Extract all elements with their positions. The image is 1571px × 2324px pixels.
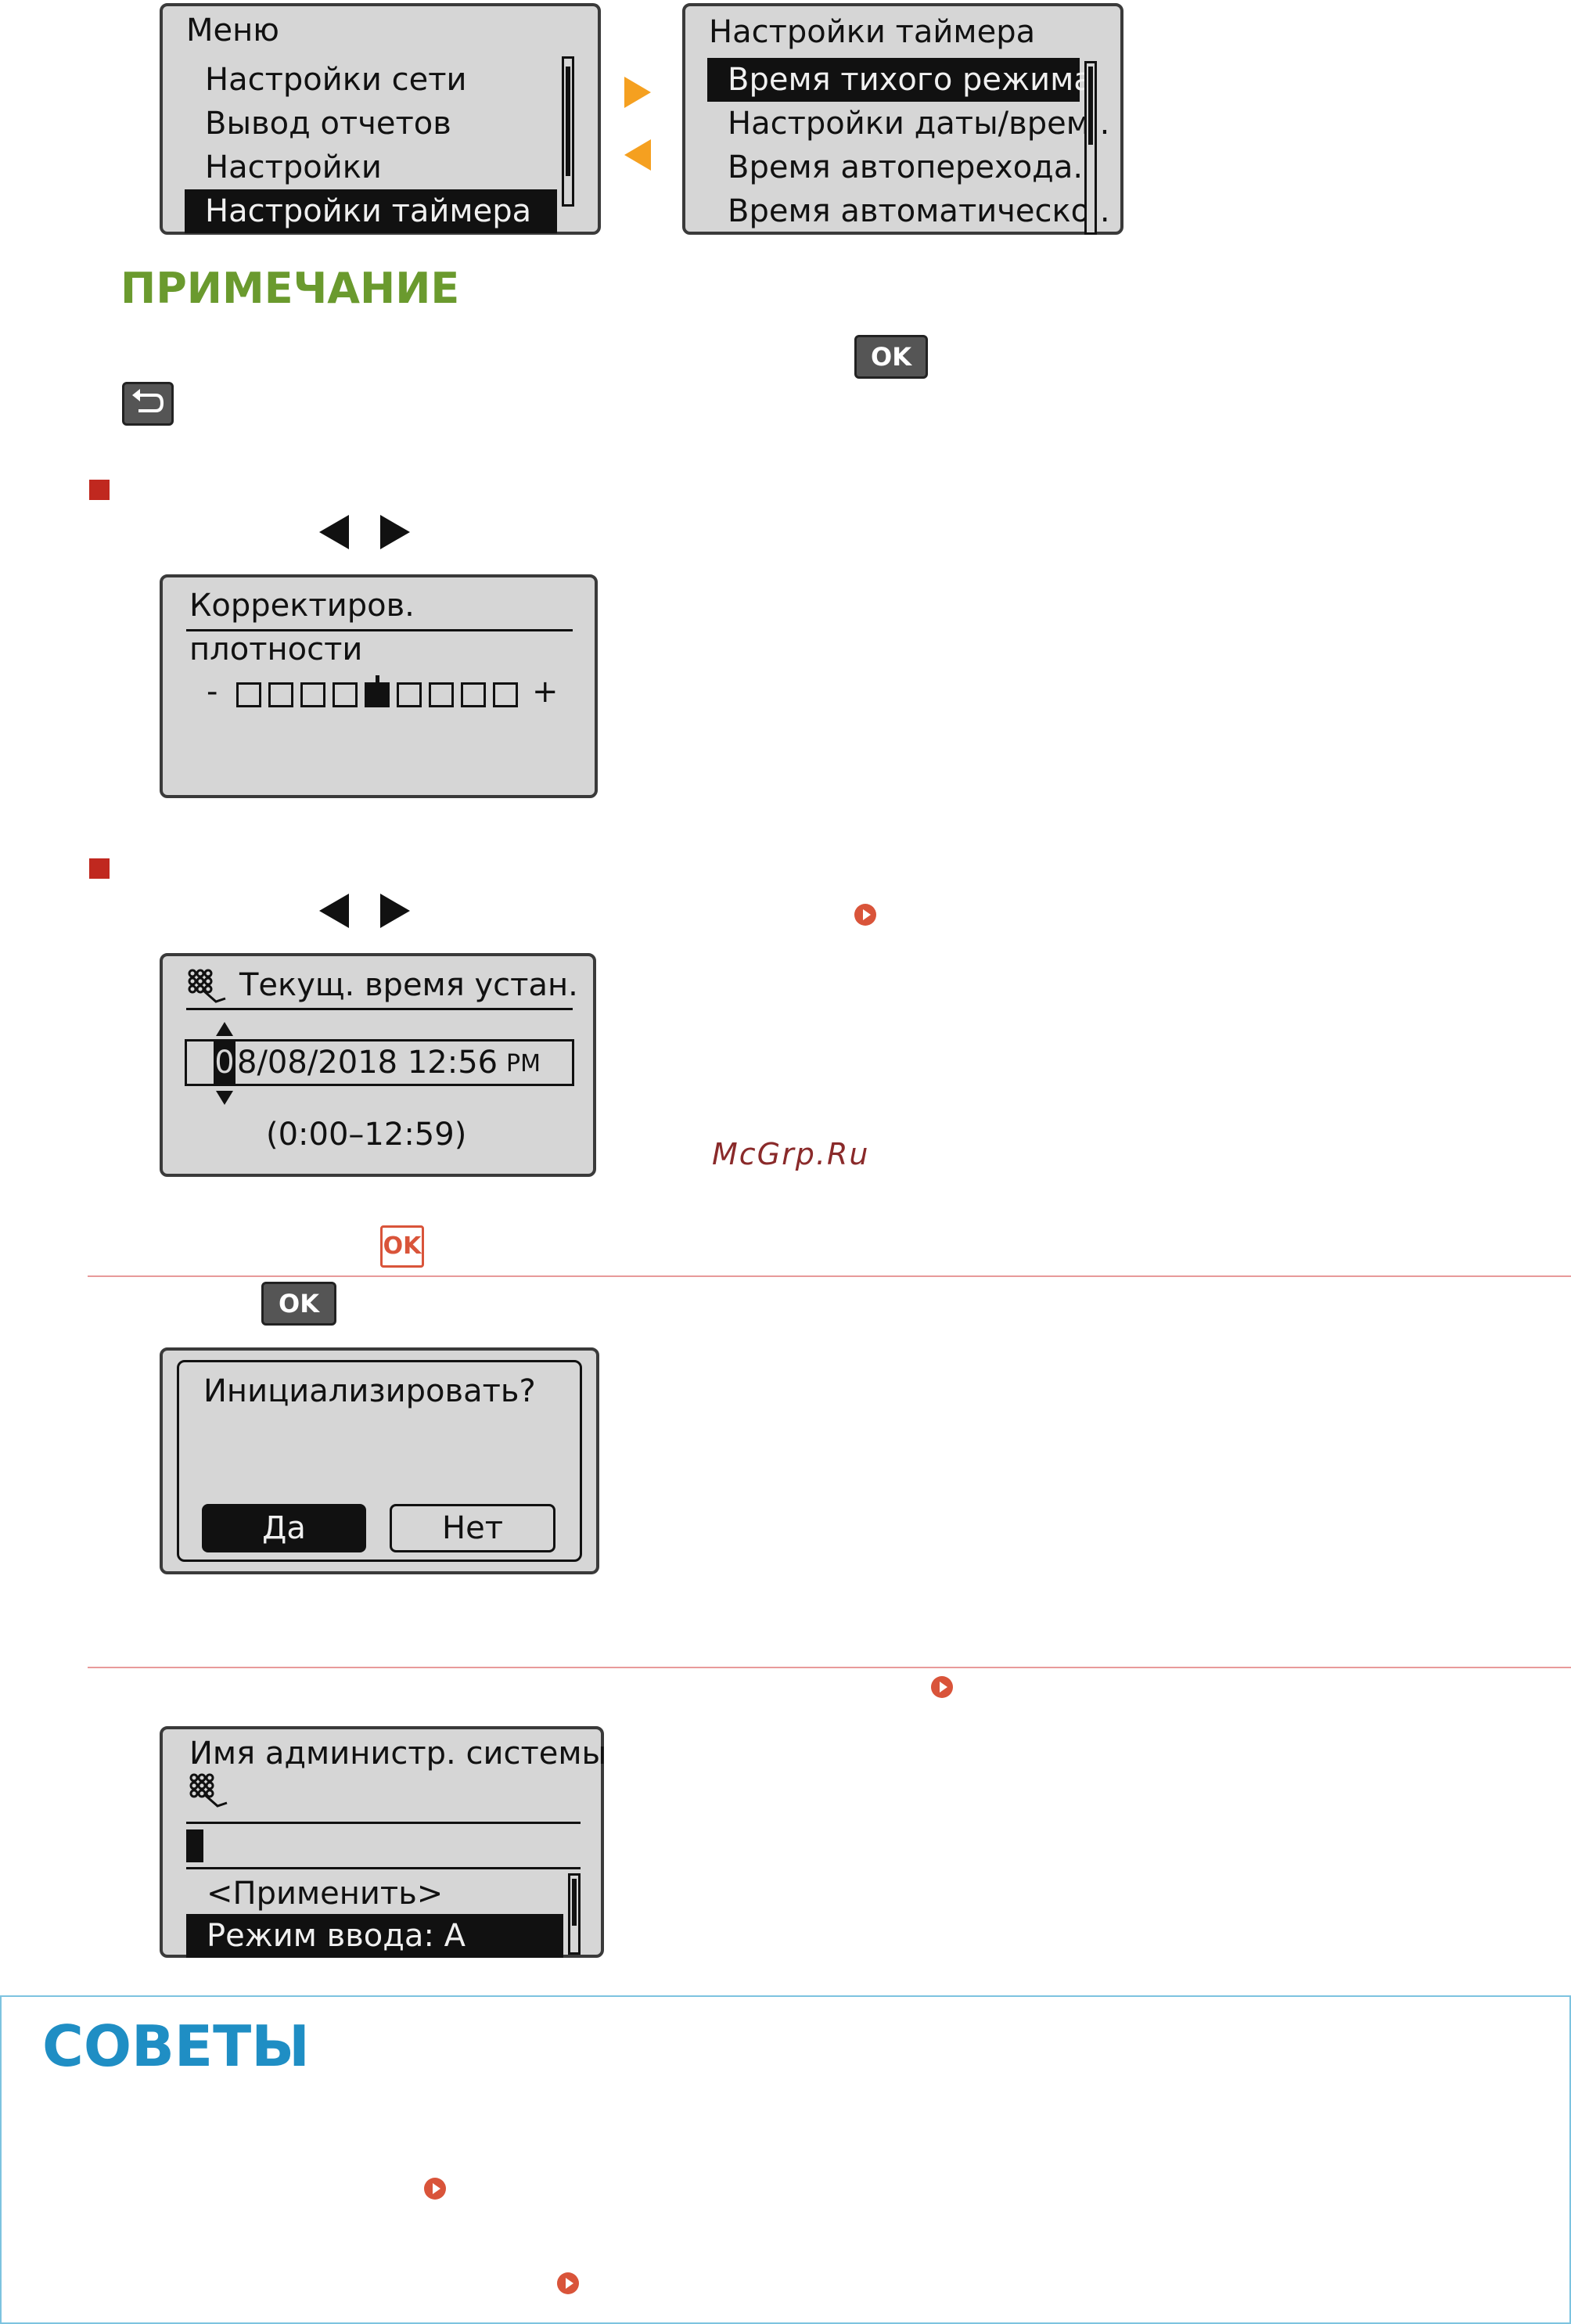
timer-scroll-thumb[interactable]: [1088, 67, 1093, 145]
density-step-box: [493, 682, 518, 707]
density-marker: [376, 675, 379, 683]
time-lcd-screen: Текущ. время устан. 0 8/08/2018 12:56 PM…: [160, 953, 596, 1177]
density-step-box: [300, 682, 325, 707]
left-triangle-icon: [319, 515, 349, 549]
timer-item-auto-transition[interactable]: Время автоперехода..: [728, 149, 1093, 185]
time-ampm: PM: [506, 1050, 541, 1077]
density-step-box: [236, 682, 261, 707]
admin-input-underline: [186, 1867, 581, 1869]
admin-input-cursor: [186, 1829, 203, 1862]
init-no-button[interactable]: Нет: [390, 1504, 555, 1552]
timer-item-auto-time[interactable]: Время автоматическо..: [728, 193, 1110, 229]
watermark-text: McGrp.Ru: [712, 1137, 870, 1171]
time-range-label: (0:00–12:59): [266, 1117, 467, 1153]
timer-title: Настройки таймера: [709, 14, 1036, 50]
arrow-right-icon: [624, 77, 651, 108]
density-minus-label: -: [207, 674, 218, 710]
admin-text-input[interactable]: [186, 1826, 581, 1865]
density-step-box: [333, 682, 358, 707]
time-cursor: 0: [214, 1041, 235, 1084]
ok-key-icon-2: OK: [261, 1282, 336, 1326]
tips-heading: СОВЕТЫ: [42, 2013, 310, 2079]
timer-scrollbar[interactable]: [1084, 61, 1097, 235]
density-step-box: [461, 682, 486, 707]
admin-input-line: [186, 1822, 581, 1824]
keypad-icon: [186, 967, 233, 1006]
density-step-box: [397, 682, 422, 707]
density-title-underline: [186, 629, 573, 631]
link-arrow-icon-admin[interactable]: [931, 1676, 953, 1698]
section-bullet-density: [89, 480, 110, 500]
right-triangle-icon-2: [380, 894, 410, 928]
init-inner-frame: [177, 1360, 582, 1562]
density-step-box: [268, 682, 293, 707]
density-title: Корректиров. плотности: [189, 588, 415, 667]
admin-scroll-thumb[interactable]: [572, 1879, 577, 1926]
timer-item-date-time[interactable]: Настройки даты/врем..: [728, 106, 1110, 142]
density-current-step: [365, 675, 390, 707]
admin-item-apply[interactable]: <Применить>: [207, 1876, 444, 1912]
density-scale[interactable]: [236, 675, 526, 711]
admin-scrollbar[interactable]: [568, 1873, 581, 1955]
up-arrow-icon[interactable]: [216, 1022, 233, 1036]
menu-item-network[interactable]: Настройки сети: [205, 62, 467, 98]
time-value: 8/08/2018 12:56: [237, 1045, 498, 1081]
menu-scrollbar[interactable]: [562, 56, 574, 207]
ok-outline-icon: OK: [380, 1225, 424, 1268]
init-yes-button[interactable]: Да: [202, 1504, 366, 1552]
ok-key-icon: OK: [854, 335, 928, 379]
init-question: Инициализировать?: [203, 1373, 536, 1409]
keypad-icon-2: [188, 1772, 235, 1811]
arrow-left-icon: [624, 139, 651, 171]
down-arrow-icon[interactable]: [216, 1091, 233, 1105]
link-arrow-icon-time[interactable]: [854, 904, 876, 926]
back-key-icon: [122, 382, 174, 426]
time-title: Текущ. время устан.: [239, 967, 578, 1003]
menu-title: Меню: [186, 13, 279, 49]
note-heading: ПРИМЕЧАНИЕ: [120, 264, 460, 313]
init-lcd-screen: Инициализировать? Да Нет: [160, 1347, 599, 1574]
timer-lcd-screen: Настройки таймера Время тихого режима На…: [682, 3, 1123, 235]
divider-line-1: [88, 1275, 1571, 1277]
density-lcd-screen: Корректиров. плотности - +: [160, 574, 598, 798]
right-triangle-icon: [380, 515, 410, 549]
time-title-underline: [186, 1008, 573, 1010]
menu-item-reports[interactable]: Вывод отчетов: [205, 106, 451, 142]
section-bullet-time: [89, 858, 110, 879]
left-triangle-icon-2: [319, 894, 349, 928]
admin-title: Имя администр. системы: [189, 1736, 607, 1772]
menu-item-settings[interactable]: Настройки: [205, 149, 382, 185]
menu-item-timer-settings[interactable]: Настройки таймера: [185, 189, 557, 233]
timer-item-quiet-time[interactable]: Время тихого режима: [707, 58, 1093, 102]
link-arrow-icon-tips-1[interactable]: [424, 2178, 446, 2200]
density-plus-label: +: [532, 674, 559, 710]
density-step-box: [429, 682, 454, 707]
link-arrow-icon-tips-2[interactable]: [557, 2272, 579, 2294]
admin-item-input-mode[interactable]: Режим ввода: A: [186, 1914, 563, 1958]
menu-lcd-screen: Меню Настройки сети Вывод отчетов Настро…: [160, 3, 601, 235]
menu-scroll-thumb[interactable]: [566, 67, 570, 176]
divider-line-2: [88, 1667, 1571, 1668]
admin-lcd-screen: Имя администр. системы <Применить> Режим…: [160, 1726, 607, 1958]
time-input-field[interactable]: 0 8/08/2018 12:56 PM: [185, 1039, 574, 1086]
